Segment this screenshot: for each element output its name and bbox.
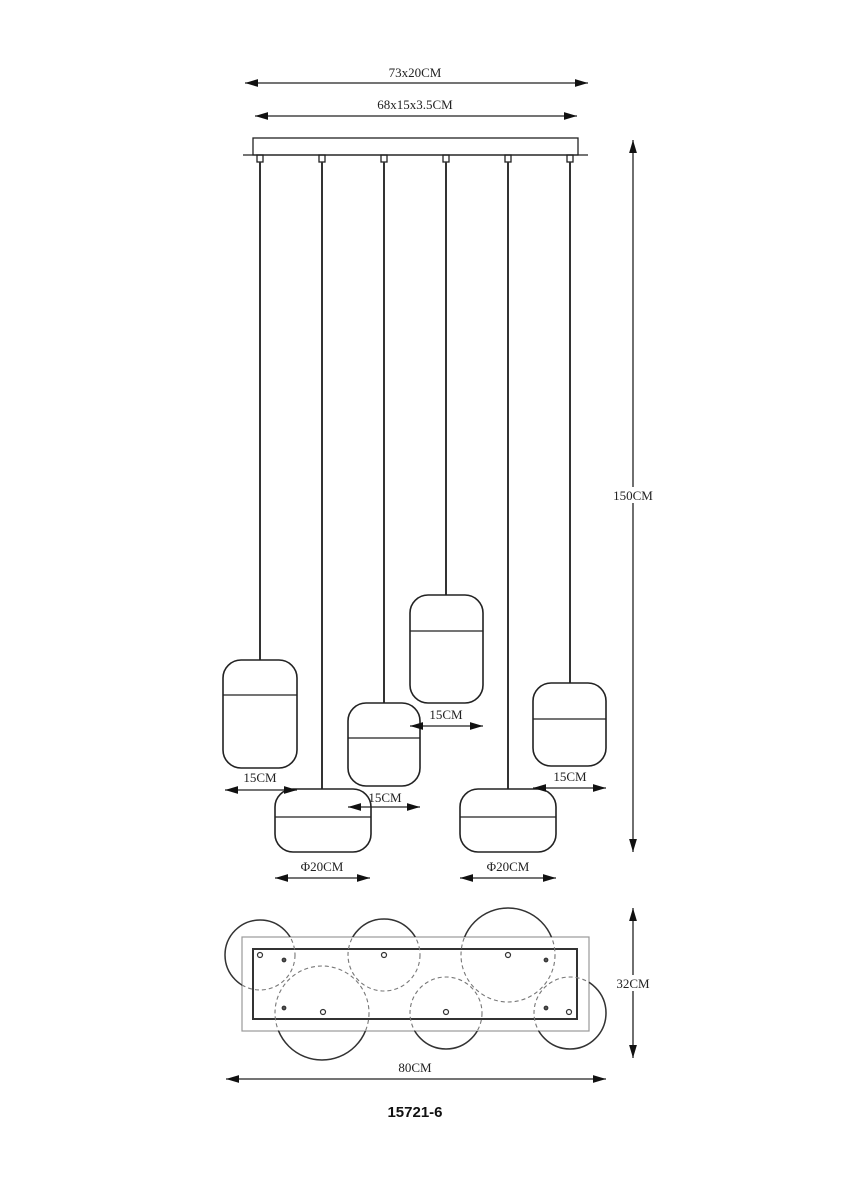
mounting-hole: [380, 951, 388, 959]
pendant-lamp-1: [222, 154, 298, 769]
plan-width-label: 80CM: [398, 1060, 432, 1075]
lamp-shade-outline: [409, 594, 484, 704]
pendant-lamp-4: [409, 154, 484, 704]
cord-connector: [256, 154, 264, 163]
shade-4-width-label: 15CM: [429, 707, 463, 722]
plan-shade-circle-5: [409, 976, 483, 1050]
mounting-hole: [281, 957, 287, 963]
lamp-shade-outline: [222, 659, 298, 769]
shade-5-diameter-label: Φ20CM: [487, 859, 530, 874]
mounting-hole: [281, 1005, 287, 1011]
plan-width-dimension: 80CM: [226, 1060, 606, 1083]
cord-connector: [566, 154, 574, 163]
canopy: [243, 137, 588, 156]
mounting-hole: [256, 951, 264, 959]
plan-shade-circle-3: [460, 907, 556, 1003]
mounting-hole: [543, 1005, 549, 1011]
cord-connector: [380, 154, 388, 163]
mounting-hole: [543, 957, 549, 963]
plan-shade-circle-2: [347, 918, 421, 992]
shade-3-width-label: 15CM: [368, 790, 402, 805]
shade-2-diameter-label: Φ20CM: [301, 859, 344, 874]
pendant-lamp-5: [459, 154, 557, 853]
pendant-lamp-3: [347, 154, 421, 787]
canopy-plate-dimension: 68x15x3.5CM: [255, 97, 577, 120]
mounting-hole: [504, 951, 512, 959]
cord-connector: [318, 154, 326, 163]
canopy-plate-dim-label: 68x15x3.5CM: [377, 97, 453, 112]
pendant-lamp-2: [274, 154, 372, 853]
lamp-shade-outline: [532, 682, 607, 767]
shade-1-width-label: 15CM: [243, 770, 277, 785]
plan-shade-circle-6: [533, 976, 607, 1050]
pendant-lamp-6: [532, 154, 607, 767]
plan-depth-label: 32CM: [616, 976, 650, 991]
shade-dimensions: 15CM 15CM 15CM 15CM Φ20CM Φ20CM: [225, 707, 606, 882]
shade-6-width-label: 15CM: [553, 769, 587, 784]
cord-connector: [504, 154, 512, 163]
mounting-hole: [319, 1008, 327, 1016]
lamp-shade-outline: [347, 702, 421, 787]
mounting-hole: [565, 1008, 573, 1016]
lamp-shade-outline: [274, 788, 372, 853]
drop-height-label: 150CM: [613, 488, 653, 503]
canopy-outer-dim-label: 73x20CM: [389, 65, 442, 80]
model-number: 15721-6: [387, 1104, 442, 1121]
plan-shade-circle-4: [274, 965, 370, 1061]
pendant-lamps: [222, 154, 607, 853]
plan-shade-circle-1: [224, 919, 296, 991]
cord-connector: [442, 154, 450, 163]
mounting-hole: [442, 1008, 450, 1016]
lamp-shade-outline: [459, 788, 557, 853]
drop-height-dimension: 150CM: [612, 140, 654, 852]
canopy-outer-dimension: 73x20CM: [245, 65, 588, 87]
plan-view: [224, 907, 607, 1061]
plan-depth-dimension: 32CM: [614, 908, 654, 1058]
